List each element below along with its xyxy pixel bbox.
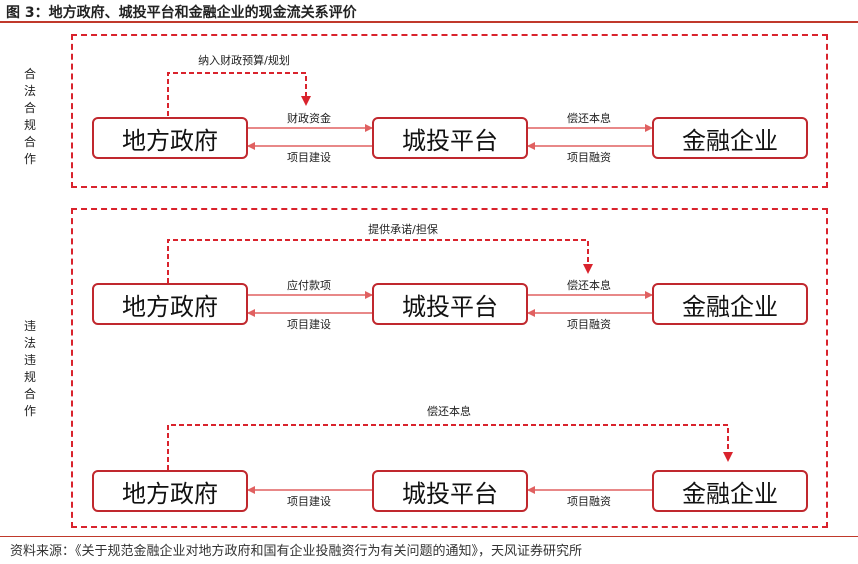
legal-node-gov: 地方政府 — [92, 117, 248, 159]
illegal1-label-finance-to-platform: 项目融资 — [567, 318, 611, 331]
legal-node-finance: 金融企业 — [652, 117, 808, 159]
legal-section-label: 合法合规合作 — [23, 67, 36, 166]
illegal1-dashed-label: 提供承诺/担保 — [368, 223, 438, 236]
illegal1-node-gov: 地方政府 — [92, 283, 248, 325]
illegal-region — [71, 208, 828, 528]
top-rule — [0, 21, 858, 23]
illegal2-label-finance-to-platform: 项目融资 — [567, 495, 611, 508]
illegal2-node-finance: 金融企业 — [652, 470, 808, 512]
legal-label-gov-to-platform: 财政资金 — [287, 112, 331, 125]
figure-title: 图 3：地方政府、城投平台和金融企业的现金流关系评价 — [6, 5, 357, 21]
illegal2-dashed-label: 偿还本息 — [427, 405, 471, 418]
legal-region — [71, 34, 828, 188]
illegal2-label-platform-to-gov: 项目建设 — [287, 495, 331, 508]
legal-label-platform-to-finance: 偿还本息 — [567, 112, 611, 125]
legal-label-platform-to-gov: 项目建设 — [287, 151, 331, 164]
illegal2-node-platform: 城投平台 — [372, 470, 528, 512]
illegal1-label-platform-to-finance: 偿还本息 — [567, 279, 611, 292]
legal-dashed-label: 纳入财政预算/规划 — [198, 54, 290, 67]
illegal1-node-platform: 城投平台 — [372, 283, 528, 325]
illegal1-node-finance: 金融企业 — [652, 283, 808, 325]
legal-dashed-arrow — [167, 72, 311, 116]
bottom-rule — [0, 536, 858, 537]
illegal-section-label: 违法违规合作 — [23, 319, 36, 418]
illegal1-dashed-arrow — [167, 239, 593, 283]
legal-label-finance-to-platform: 项目融资 — [567, 151, 611, 164]
illegal2-dashed-arrow — [167, 424, 733, 470]
legal-node-platform: 城投平台 — [372, 117, 528, 159]
figure-source: 资料来源：《关于规范金融企业对地方政府和国有企业投融资行为有关问题的通知》，天风… — [10, 544, 583, 559]
illegal1-label-platform-to-gov: 项目建设 — [287, 318, 331, 331]
illegal2-node-gov: 地方政府 — [92, 470, 248, 512]
illegal1-label-gov-to-platform: 应付款项 — [287, 279, 331, 292]
